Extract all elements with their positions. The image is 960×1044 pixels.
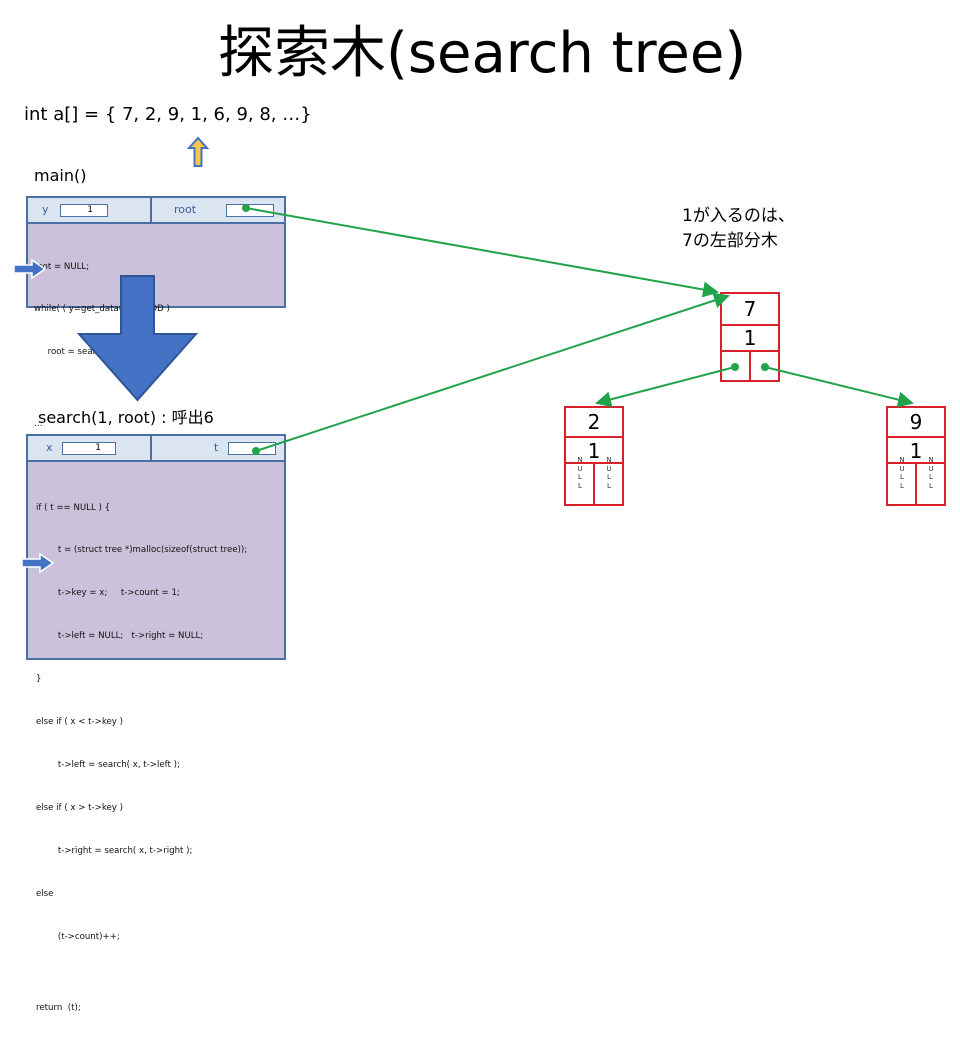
main-frame: y 1 root root = NULL; while( ( y=get_dat… (26, 196, 286, 429)
pointer-node7-left-to-node2 (595, 363, 739, 408)
left-node-count: 1 (564, 436, 624, 464)
main-var-y-cell: y 1 (28, 198, 152, 224)
code-line: t->key = x; t->count = 1; (36, 588, 180, 599)
main-frame-label: main() (34, 166, 87, 185)
main-var-y-name: y (42, 203, 49, 216)
up-arrow-icon (186, 136, 210, 167)
code-line: else (36, 888, 54, 899)
code-line: else if ( x > t->key ) (36, 802, 123, 813)
search-var-x-cell: x 1 (28, 436, 152, 462)
big-down-arrow-icon (76, 275, 199, 402)
search-var-x-name: x (46, 441, 53, 454)
page-title: 探索木(search tree) (218, 21, 747, 86)
code-line: t = (struct tree *)malloc(sizeof(struct … (36, 545, 248, 556)
execution-pointer-icon (21, 552, 55, 574)
main-var-root-name: root (174, 203, 197, 216)
search-var-t-name: t (214, 441, 219, 454)
pointer-t-to-node7 (252, 292, 730, 455)
code-line: t->left = search( x, t->left ); (36, 759, 180, 770)
code-line: … (34, 418, 43, 429)
code-line: (t->count)++; (36, 931, 120, 942)
left-node-key: 2 (564, 406, 624, 438)
array-declaration: int a[] = { 7, 2, 9, 1, 6, 9, 8, …} (24, 104, 312, 125)
note-text: 1が入るのは、 7の左部分木 (682, 204, 795, 254)
pointer-root-to-node7 (242, 204, 719, 298)
code-line: if ( t == NULL ) { (36, 502, 111, 513)
code-line: return (t); (36, 1002, 81, 1013)
note-line: 1が入るのは、 (682, 206, 795, 226)
main-var-y-value: 1 (60, 204, 108, 217)
code-line: t->right = search( x, t->right ); (36, 845, 193, 856)
search-var-x-value: 1 (62, 442, 116, 455)
search-t-pointer (228, 442, 276, 455)
execution-pointer-icon (13, 258, 47, 280)
pointer-arrows (242, 204, 914, 455)
main-var-root-cell: root (152, 198, 284, 224)
pointer-node7-right-to-node9 (761, 363, 914, 408)
note-line: 7の左部分木 (682, 231, 778, 251)
main-root-pointer (226, 204, 274, 217)
code-line: } (36, 674, 42, 685)
search-frame-label: search(1, root) : 呼出6 (38, 408, 214, 427)
code-line: t->left = NULL; t->right = NULL; (36, 631, 204, 642)
root-node-key: 7 (720, 292, 780, 326)
